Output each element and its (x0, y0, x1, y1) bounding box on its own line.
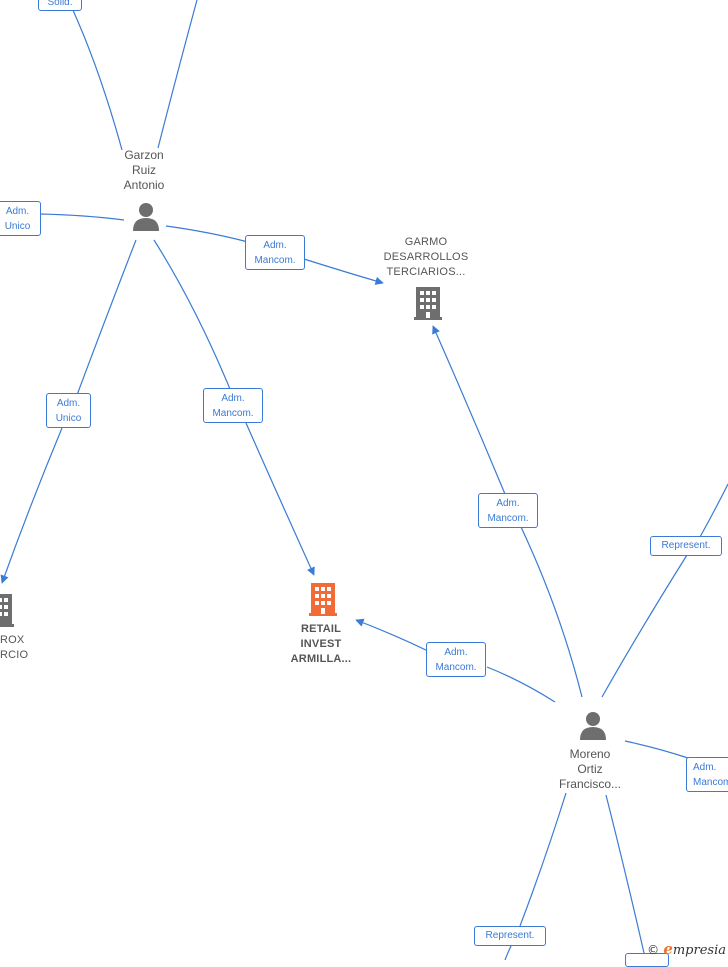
node-label-line: Garzon (124, 148, 164, 162)
edge-label-adm-unico-left[interactable]: Adm. Unico (0, 201, 41, 236)
edge-label-text: Unico (4, 221, 31, 232)
edge-garzon-left-company (2, 239, 137, 583)
node-label-line: GARMO (404, 236, 448, 248)
edge-label-text: Mancom. (487, 513, 529, 524)
edge-moreno-bottom-right (605, 794, 645, 954)
edge-label-text: Mancom (693, 777, 728, 788)
edge-label-text: Adm. (496, 498, 520, 509)
person-icon (580, 712, 606, 740)
edge-garzon-garmo (165, 225, 383, 283)
node-label-garzon[interactable]: Garzon Ruiz Antonio (113, 148, 175, 193)
node-label-line: ROX (0, 634, 25, 646)
edge-left-unico (39, 213, 125, 221)
edge-label-garzon-garmo[interactable]: Adm. Mancom. (245, 235, 305, 270)
edge-label-solid[interactable]: Solid. (38, 0, 82, 11)
node-label-line: RETAIL (300, 623, 342, 635)
edge-label-moreno-garmo[interactable]: Adm. Mancom. (478, 493, 538, 528)
edge-label-text: Represent. (485, 930, 535, 941)
person-icon (133, 203, 159, 231)
node-label-retail[interactable]: RETAIL INVEST ARMILLA... (276, 622, 366, 667)
node-label-left-company[interactable]: ROX RCIO (0, 633, 29, 663)
node-label-garmo[interactable]: GARMO DESARROLLOS TERCIARIOS... (375, 235, 477, 280)
edge-label-text: Adm. (263, 240, 287, 251)
node-label-line: Ortiz (577, 762, 603, 776)
edge-label-text: Adm. (693, 762, 717, 773)
copyright-symbol: © (647, 943, 660, 957)
edge-label-garzon-left-company[interactable]: Adm. Unico (46, 393, 91, 428)
edge-label-text: Adm. (221, 393, 245, 404)
edge-label-text: Unico (55, 413, 82, 424)
edge-label-text: Adm. (5, 206, 30, 217)
edge-label-text: Adm. (56, 398, 81, 409)
edge-moreno-retail (356, 620, 556, 703)
node-label-line: Ruiz (131, 163, 156, 177)
node-label-line: ARMILLA... (290, 653, 352, 665)
node-label-line: TERCIARIOS... (386, 266, 466, 278)
node-label-line: INVEST (300, 638, 342, 650)
edge-label-text: Solid. (47, 0, 73, 8)
edge-garzon-retail (153, 239, 314, 575)
building-icon (414, 287, 442, 320)
edge-label-garzon-retail[interactable]: Adm. Mancom. (203, 388, 263, 423)
brand-name: mpresia (672, 943, 726, 958)
building-icon-active (309, 583, 337, 616)
node-label-line: Antonio (123, 178, 165, 192)
brand-initial: e (663, 940, 673, 958)
edge-moreno-represent-right (601, 483, 728, 698)
edge-label-mancom-right[interactable]: Adm. Mancom (686, 757, 728, 792)
node-label-line: Francisco... (558, 777, 621, 791)
edge-label-represent-bottom[interactable]: Represent. (474, 926, 546, 946)
node-label-line: Moreno (569, 747, 611, 761)
building-icon (0, 594, 14, 627)
empresia-watermark: © empresia (647, 940, 726, 958)
edge-top-right (157, 0, 198, 149)
edge-label-represent-right[interactable]: Represent. (650, 536, 722, 556)
edge-moreno-mancom-right (624, 740, 689, 759)
edge-label-text: Represent. (661, 540, 711, 551)
node-label-line: RCIO (0, 649, 29, 661)
node-label-line: DESARROLLOS (383, 251, 469, 263)
edge-moreno-garmo (433, 326, 583, 698)
edge-label-moreno-retail[interactable]: Adm. Mancom. (426, 642, 486, 677)
edge-top-solid (71, 7, 123, 151)
edge-label-text: Adm. (444, 647, 468, 658)
edge-label-text: Mancom. (254, 255, 296, 266)
edge-label-text: Mancom. (435, 662, 477, 673)
edge-label-text: Mancom. (212, 408, 254, 419)
node-label-moreno[interactable]: Moreno Ortiz Francisco... (550, 747, 630, 792)
